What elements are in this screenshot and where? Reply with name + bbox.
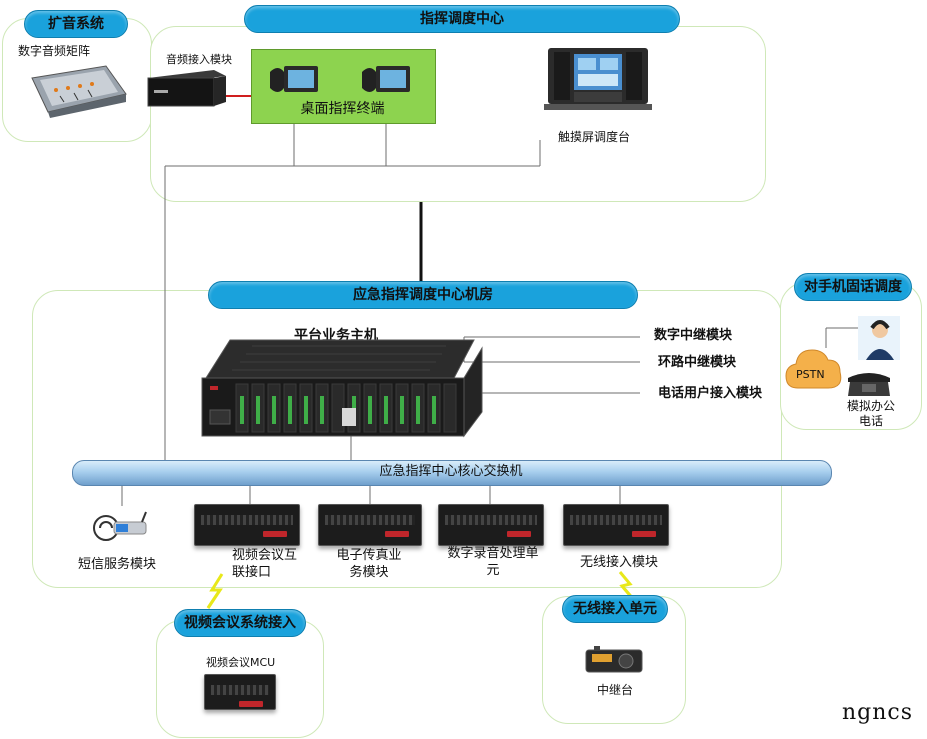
fax-server-icon <box>318 504 422 546</box>
desk-phone-icon <box>848 373 890 396</box>
label-video-interconnect: 视频会议互联接口 <box>232 548 298 580</box>
section-machine-room: 应急指挥调度中心机房 <box>208 281 638 309</box>
mixer-icon <box>31 65 127 118</box>
label-recording-unit: 数字录音处理单元 <box>447 546 539 578</box>
label-analog-phone: 模拟办公电话 <box>846 399 895 428</box>
section-command-center: 指挥调度中心 <box>244 5 680 33</box>
sms-modem-icon <box>93 511 147 541</box>
video-phone-icon <box>270 66 318 92</box>
watermark-text: ngncs <box>841 700 913 725</box>
label-core-switch: 应急指挥中心核心交换机 <box>379 464 523 479</box>
operator-icon <box>858 316 900 360</box>
video-phone-icon <box>362 66 410 92</box>
label-desktop-terminal: 桌面指挥终端 <box>300 101 385 117</box>
label-digital-audio-matrix: 数字音频矩阵 <box>18 44 91 58</box>
audio-module-icon <box>147 70 226 107</box>
section-video-conf: 视频会议系统接入 <box>174 609 306 637</box>
core-switch-bus <box>72 460 832 486</box>
pstn-cloud-icon <box>785 349 842 389</box>
label-audio-access-module: 音频接入模块 <box>166 53 232 66</box>
video-interconnect-server-icon <box>194 504 300 546</box>
wireless-server-icon <box>563 504 669 546</box>
platform-host-icon <box>201 339 483 438</box>
section-broadcast: 扩音系统 <box>24 10 128 38</box>
label-sms-module: 短信服务模块 <box>78 557 157 572</box>
label-loop-trunk: 环路中继模块 <box>658 355 737 370</box>
section-phone-dispatch: 对手机固话调度 <box>794 273 912 301</box>
label-touchscreen-console: 触摸屏调度台 <box>558 130 631 144</box>
radio-relay-icon <box>585 646 643 673</box>
label-wireless-module: 无线接入模块 <box>580 555 659 570</box>
recording-server-icon <box>438 504 544 546</box>
label-phone-user-access: 电话用户接入模块 <box>658 386 763 401</box>
label-fax-module: 电子传真业务模块 <box>336 548 402 580</box>
label-pstn: PSTN <box>796 368 825 381</box>
touchscreen-console-icon <box>544 48 652 110</box>
label-video-mcu: 视频会议MCU <box>206 656 276 669</box>
label-digital-trunk: 数字中继模块 <box>654 328 733 343</box>
section-wireless: 无线接入单元 <box>562 595 668 623</box>
video-mcu-server-icon <box>204 674 276 710</box>
label-relay-station: 中继台 <box>597 683 634 697</box>
